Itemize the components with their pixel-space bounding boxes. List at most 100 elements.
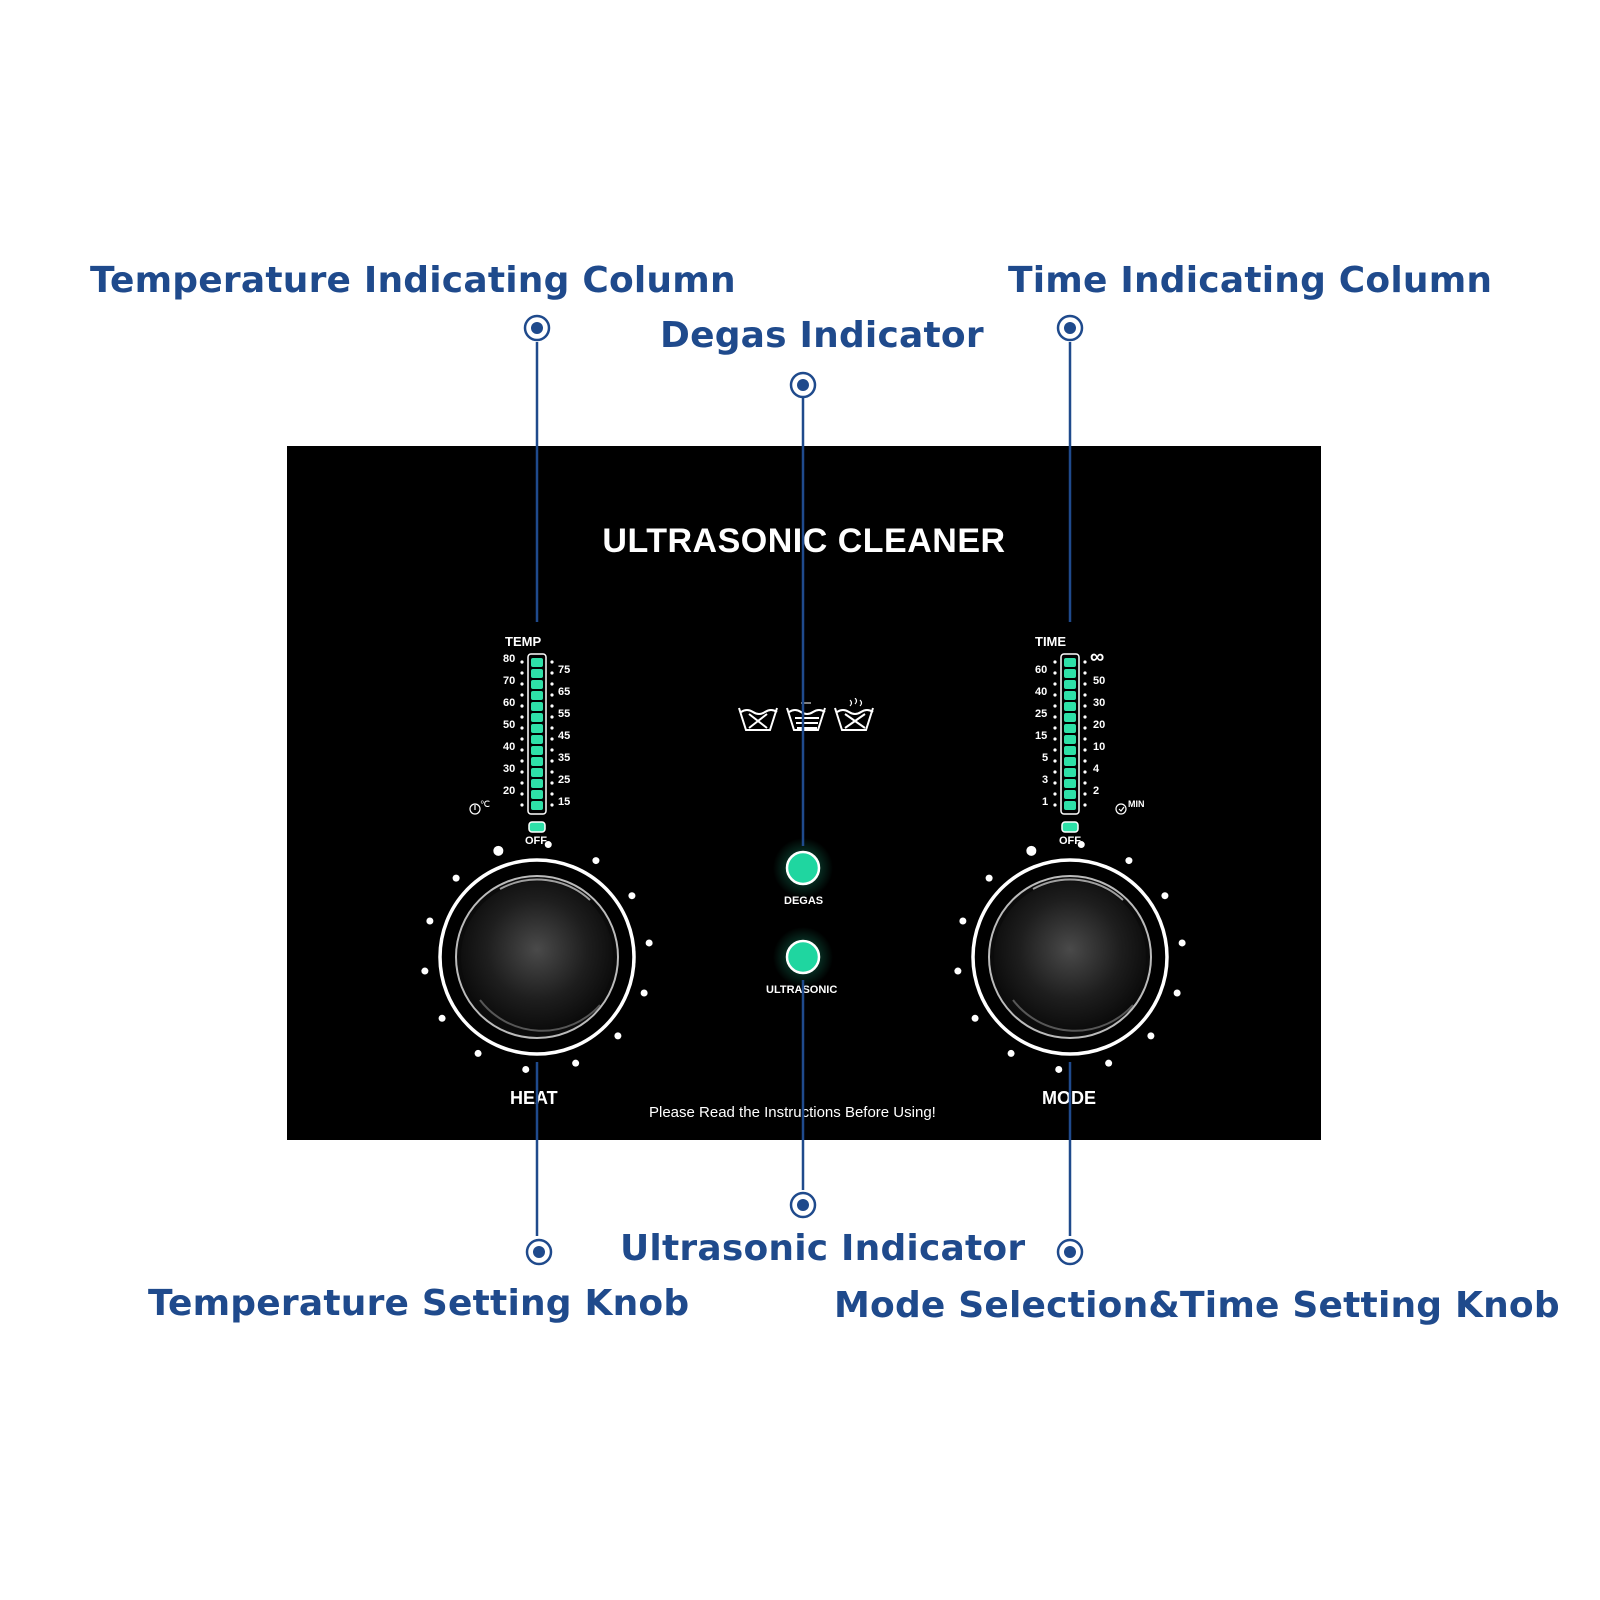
temp-tick-label: 40 <box>503 741 516 753</box>
knob-scale-dot <box>1077 841 1085 849</box>
scale-dot <box>1083 781 1087 785</box>
knob-scale-dot <box>452 874 460 882</box>
scale-dot <box>1053 715 1057 719</box>
scale-dot <box>550 737 554 741</box>
time-off-label: OFF <box>1059 835 1081 847</box>
heat-knob-label: HEAT <box>510 1088 558 1108</box>
temp-tick-label: 65 <box>558 686 571 698</box>
scale-dot <box>520 803 524 807</box>
temp-column-title: TEMP <box>505 634 542 649</box>
knob-scale-dot <box>645 939 653 947</box>
scale-dot <box>1083 759 1087 763</box>
scale-dot <box>1083 715 1087 719</box>
led-segment <box>1064 691 1076 700</box>
scale-dot <box>1083 748 1087 752</box>
time-column-callout-label: Time Indicating Column <box>1008 260 1493 301</box>
degas-basin-icon <box>786 702 826 731</box>
temp-off-label: OFF <box>525 835 547 847</box>
time-tick-label: 10 <box>1093 741 1106 753</box>
time-tick-label: 1 <box>1042 796 1049 808</box>
scale-dot <box>1053 660 1057 664</box>
knob-scale-dot <box>1105 1059 1113 1067</box>
time-led-column <box>1053 653 1087 833</box>
led-segment <box>1064 757 1076 766</box>
led-segment <box>531 724 543 733</box>
time-tick-label: 60 <box>1035 664 1048 676</box>
scale-dot <box>520 682 524 686</box>
temp-tick-label: 60 <box>503 697 516 709</box>
scale-dot <box>520 781 524 785</box>
wash-symbols <box>738 698 874 731</box>
scale-dot <box>550 748 554 752</box>
scale-dot <box>1083 693 1087 697</box>
knob-scale-dot <box>640 989 648 997</box>
scale-dot <box>1053 803 1057 807</box>
time-tick-label: 50 <box>1093 675 1106 687</box>
scale-dot <box>1083 726 1087 730</box>
scale-dot <box>520 770 524 774</box>
ultrasonic-indicator-light <box>773 927 833 987</box>
scale-dot <box>550 781 554 785</box>
knob-scale-dot <box>959 917 967 925</box>
time-tick-label: 3 <box>1042 774 1049 786</box>
time-unit-label: MIN <box>1128 799 1145 809</box>
scale-dot <box>1083 792 1087 796</box>
scale-dot <box>1083 682 1087 686</box>
scale-dot <box>550 660 554 664</box>
knob-scale-dot <box>592 857 600 865</box>
knob-scale-dot <box>1173 989 1181 997</box>
led-segment <box>1064 680 1076 689</box>
knob-scale-dot <box>1147 1032 1155 1040</box>
temp-unit-label: ℃ <box>480 799 491 809</box>
knob-scale-dot <box>522 1065 530 1073</box>
temp-tick-label: 45 <box>558 730 571 742</box>
led-segment <box>531 702 543 711</box>
scale-dot <box>1083 737 1087 741</box>
led-segment <box>1064 669 1076 678</box>
led-segment <box>531 757 543 766</box>
scale-dot <box>520 748 524 752</box>
scale-dot <box>1053 781 1057 785</box>
knob-scale-dot <box>1178 939 1186 947</box>
temp-knob-marker <box>525 1238 553 1266</box>
time-tick-label: 5 <box>1042 752 1049 764</box>
led-segment <box>1064 746 1076 755</box>
led-segment <box>1064 713 1076 722</box>
led-segment <box>531 801 543 810</box>
ultrasonic-marker <box>789 1191 817 1219</box>
led-off-segment <box>528 821 546 833</box>
temperature-setting-knob[interactable] <box>421 841 653 1073</box>
degas-indicator-light <box>773 838 833 898</box>
knob-scale-dot <box>1161 892 1169 900</box>
led-segment <box>531 779 543 788</box>
panel-footer-note: Please Read the Instructions Before Usin… <box>649 1104 936 1121</box>
scale-dot <box>550 792 554 796</box>
temp-tick-label: 80 <box>503 653 516 665</box>
wash-basin-icon <box>738 707 778 731</box>
time-tick-label: ∞ <box>1090 646 1105 668</box>
scale-dot <box>1053 737 1057 741</box>
temp-tick-label: 50 <box>503 719 516 731</box>
temp-knob-callout-label: Temperature Setting Knob <box>148 1283 690 1324</box>
temp-column-marker <box>523 314 551 342</box>
mode-knob-scale-dots <box>954 841 1186 1073</box>
degas-indicator-label: DEGAS <box>784 895 824 907</box>
scale-dot <box>1053 704 1057 708</box>
scale-dot <box>1053 671 1057 675</box>
scale-dot <box>1083 704 1087 708</box>
temp-column-callout-label: Temperature Indicating Column <box>90 260 736 301</box>
scale-dot <box>1083 660 1087 664</box>
mode-time-setting-knob[interactable] <box>954 841 1186 1073</box>
knob-scale-dot <box>426 917 434 925</box>
led-off-segment <box>1061 821 1079 833</box>
ultrasonic-indicator-label: ULTRASONIC <box>766 984 838 996</box>
no-heat-basin-icon <box>834 698 874 731</box>
led-segment <box>531 790 543 799</box>
led-segment <box>1064 702 1076 711</box>
heat-knob-scale-dots <box>421 841 653 1073</box>
scale-dot <box>550 726 554 730</box>
led-segment <box>531 713 543 722</box>
scale-dot <box>550 803 554 807</box>
knob-scale-dot <box>438 1014 446 1022</box>
